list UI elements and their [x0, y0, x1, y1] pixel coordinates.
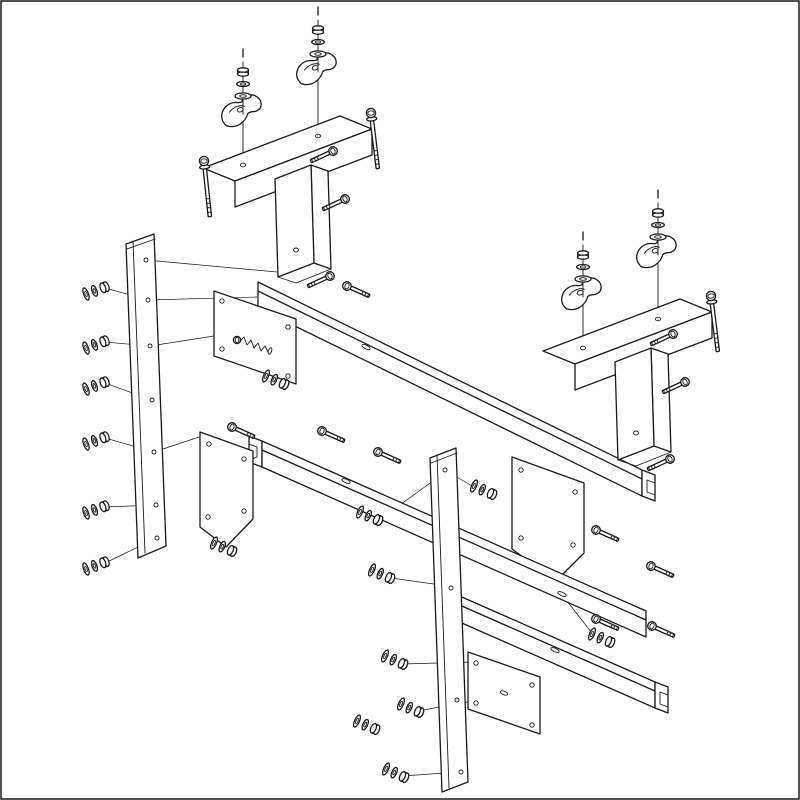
hex-bolt [371, 445, 403, 467]
gusset-plate-right [511, 456, 585, 582]
plate-hole [285, 373, 291, 379]
bolt-hole [454, 697, 460, 703]
bolt-hole [149, 397, 155, 403]
plate-hole [473, 700, 479, 706]
plate-hole [529, 682, 535, 688]
plate-slot [499, 690, 509, 696]
leader-line [147, 296, 258, 301]
channel-end-cap [641, 469, 656, 502]
washer-nut-row [80, 554, 112, 577]
channel-slot [361, 343, 371, 351]
side-channel-top-edge [126, 238, 156, 250]
hex-bolt [589, 523, 621, 545]
washer-nut-row [395, 696, 427, 721]
hex-bolt [225, 420, 257, 442]
bottom-mounting-plate [467, 651, 541, 735]
washer-nut-row [468, 478, 500, 503]
upper-crossmember-channel [257, 281, 656, 502]
bolt-hole [154, 535, 160, 541]
washer-nut-row [366, 562, 398, 587]
gusset-plate-outline [199, 431, 254, 548]
channel-slot [341, 478, 351, 484]
hex-bolt [315, 424, 347, 446]
plate-hole [285, 324, 291, 330]
gusset-plate-outline [511, 456, 585, 582]
leader-line [145, 259, 278, 273]
gusset-hole [205, 514, 211, 520]
washer-nut-row [80, 498, 112, 521]
bolt-hole [145, 297, 151, 303]
plate-hole [529, 722, 535, 728]
side-channel-outline [125, 233, 167, 559]
washer-nut-row [80, 333, 112, 356]
plate-hole [219, 298, 225, 304]
center-vertical-bracket [429, 447, 469, 793]
bracket-outline [429, 447, 469, 793]
washer-nut-row [586, 626, 618, 651]
bolt-hole [448, 585, 454, 591]
bolt-hole [143, 257, 149, 263]
washer-nut-row [80, 429, 112, 452]
leader-line [149, 335, 215, 347]
bolt-hole [442, 467, 448, 473]
bolt-hole [458, 769, 464, 775]
hex-bolt [340, 279, 372, 301]
spring-end-washer [267, 347, 273, 355]
washer-nut-row [351, 713, 383, 738]
hex-bolt [644, 559, 676, 581]
gusset-hole [241, 508, 247, 514]
gusset-hole [570, 542, 576, 548]
side-channel-bracket-left [125, 233, 167, 559]
washer-nut-row [380, 761, 412, 786]
hex-bolt [645, 619, 677, 641]
side-channel-fold [132, 240, 146, 554]
washer-nut-row [80, 374, 112, 397]
plate-hole [219, 346, 225, 352]
gusset-hole [518, 467, 524, 473]
bolt-hole [151, 449, 157, 455]
channel-slot [557, 591, 567, 597]
bracket-fold [436, 454, 450, 789]
channel-flange-line [257, 290, 643, 480]
channel-slot [550, 647, 560, 653]
channel-flange-line [454, 602, 656, 692]
lower-crossmember-channel [454, 593, 669, 714]
left-mount-bracket-assembly [203, 7, 383, 290]
channel-end-cap [654, 681, 669, 714]
gusset-hole [518, 535, 524, 541]
gusset-hole [572, 489, 578, 495]
bolt-hole [147, 343, 153, 349]
gusset-plate-left [199, 431, 254, 548]
channel-end-notch [646, 479, 656, 496]
plate-hole [473, 660, 479, 666]
channel-end-notch [659, 691, 669, 708]
spring-bolt-plate [213, 290, 297, 385]
gusset-hole [241, 456, 247, 462]
spring-bolt-head-hex [234, 336, 240, 344]
washer-nut-row [379, 648, 411, 673]
bracket-top-edge [430, 452, 458, 464]
plate-outline [213, 290, 297, 385]
washer-nut-row [80, 279, 112, 302]
spring-coil [239, 336, 269, 353]
gusset-hole [206, 441, 212, 447]
plate-outline [467, 651, 541, 735]
right-mount-bracket-assembly [543, 190, 723, 473]
bolt-hole [153, 502, 159, 508]
